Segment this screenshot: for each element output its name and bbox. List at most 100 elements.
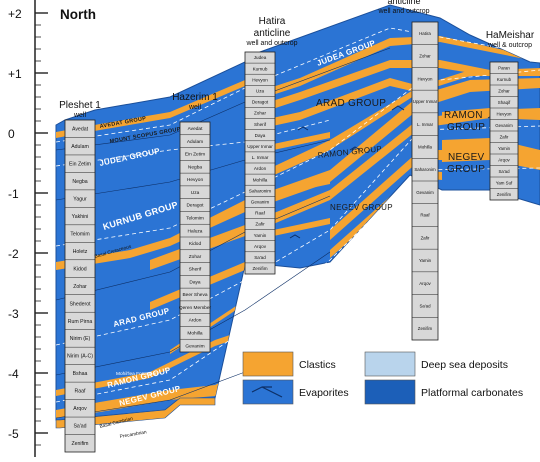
well-title-ramon: well and outcrop <box>378 8 430 15</box>
axis-tick-label: -3 <box>8 307 19 321</box>
well-unit-label: Uza <box>191 190 200 196</box>
well-title-hatira: Hatira <box>259 16 286 27</box>
well-unit-label: Sherif <box>254 122 267 127</box>
well-unit-label: Hevyon <box>252 77 268 82</box>
well-unit-label: Uza <box>256 88 265 93</box>
group-label-negev-r: NEGEV <box>448 152 485 163</box>
well-unit-label: Upper Inmar <box>247 144 273 149</box>
well-unit-label: Zohar <box>419 54 431 59</box>
well-unit-label: Sa'ad <box>498 169 510 174</box>
well-unit-label: Raaf <box>75 389 87 395</box>
well-unit-label: Rum Pirna <box>68 319 93 325</box>
well-unit-label: Zenifim <box>252 266 267 271</box>
legend-label-clastics: Clastics <box>299 359 336 371</box>
legend-swatch-evaporites <box>242 379 294 405</box>
axis-tick-label: 0 <box>8 127 15 141</box>
well-column-hameishar: ParanKurnubZoharShaqifHevyonGevanimZafir… <box>489 61 519 201</box>
legend-label-platformal: Platformal carbonates <box>421 387 523 399</box>
well-unit-label: Hatira <box>419 31 431 36</box>
well-unit-label: Zohar <box>498 88 510 93</box>
well-unit-label: Daya <box>189 279 201 285</box>
well-title-hameishar: HaMeishar <box>486 30 535 41</box>
well-unit-label: Hevyon <box>418 76 433 81</box>
well-unit-label: Kidod <box>73 266 86 272</box>
well-unit-label: Zohar <box>73 284 87 290</box>
well-unit-label: Sa'ad <box>419 303 431 308</box>
basal-clastic-wedge <box>55 397 216 429</box>
well-unit-label: Gevanim <box>495 123 513 128</box>
well-unit-label: Saharonim <box>414 167 436 172</box>
well-unit-label: Telomim <box>186 216 204 222</box>
well-unit-label: Kurnub <box>253 66 268 71</box>
well-unit-label: Holetz <box>73 249 88 255</box>
north-label: North <box>60 7 96 22</box>
axis-tick-label: -1 <box>8 187 19 201</box>
well-unit-label: Kurnub <box>497 77 512 82</box>
well-unit-label: Kidod <box>189 241 202 247</box>
legend-swatch-clastics <box>242 351 294 377</box>
well-unit-label: Deragot <box>186 203 204 209</box>
well-title-hazerim: well <box>188 104 202 111</box>
well-unit-label: Haluza <box>188 228 203 234</box>
well-title-hatira: well and outcrop <box>246 40 298 47</box>
axis-tick-label: -4 <box>8 367 19 381</box>
well-unit-label: Yamin <box>419 258 432 263</box>
well-unit-label: Adulam <box>71 144 89 150</box>
well-unit-label: Deragot <box>252 100 269 105</box>
well-unit-label: Mohilla <box>253 177 268 182</box>
well-unit-label: Zafir <box>500 134 509 139</box>
well-unit-label: Daya <box>255 133 266 138</box>
well-column-body <box>64 119 96 453</box>
well-unit-label: Beer Sheva <box>182 292 207 298</box>
well-unit-label: Zafir <box>255 222 265 227</box>
well-unit-label: Yamin <box>254 233 267 238</box>
well-title-hatira: anticline <box>254 28 291 39</box>
well-unit-label: Saharonim <box>249 188 271 193</box>
legend: Clastics Deep sea deposits Evaporites Pl… <box>242 351 523 405</box>
well-title-hazerim: Hazerim 1 <box>172 92 218 103</box>
well-unit-label: Yamin <box>498 146 511 151</box>
well-unit-label: Zafir <box>421 235 430 240</box>
well-unit-label: Ein Zetim <box>69 162 91 168</box>
legend-swatch-platformal <box>364 379 416 405</box>
well-unit-label: Mohilla <box>187 331 203 337</box>
well-unit-label: Gevanim <box>416 190 434 195</box>
well-unit-label: Yam Suf <box>496 180 513 185</box>
legend-label-evaporites: Evaporites <box>299 387 349 399</box>
well-unit-label: Sa'ad <box>254 255 266 260</box>
well-unit-label: Sa'ad <box>73 424 86 430</box>
annotation-mohilla-formation: Mohil'lea Formation <box>116 371 158 377</box>
well-unit-label: Negba <box>188 164 202 170</box>
well-unit-label: Bshaa <box>73 371 88 377</box>
well-unit-label: Nirim (E) <box>70 336 91 342</box>
well-unit-label: L. Inmar <box>417 122 434 127</box>
well-unit-label: Upper Inmar <box>413 99 438 104</box>
well-unit-label: Judea <box>254 55 267 60</box>
axis-tick-label: +1 <box>8 67 22 81</box>
legend-label-deep-sea: Deep sea deposits <box>421 359 508 371</box>
well-unit-label: Zenifim <box>71 441 88 447</box>
group-label-ramon-r: RAMON <box>444 110 483 121</box>
well-title-pleshet: well <box>73 112 87 119</box>
well-unit-label: Arqov <box>73 406 87 412</box>
annotation-precambrian: Precambrian <box>119 429 147 440</box>
well-column-hatira: JudeaKurnubHevyonUzaDeragotZoharSherifDa… <box>244 51 276 275</box>
well-unit-label: Qeren Member <box>179 305 212 311</box>
well-unit-label: Telomim <box>70 231 89 237</box>
well-title-pleshet: Pleshet 1 <box>59 100 101 111</box>
well-unit-label: Adulam <box>187 139 203 145</box>
clastic-band <box>56 370 245 418</box>
well-unit-label: Arqov <box>254 244 267 249</box>
group-label-group-r: GROUP <box>447 122 485 133</box>
group-label-negev-mid: NEGEV GROUP <box>330 203 393 212</box>
well-unit-label: Shederot <box>69 301 91 307</box>
well-unit-label: Arqov <box>498 157 510 162</box>
well-unit-label: Zenifim <box>418 326 433 331</box>
well-unit-label: Paran <box>498 65 510 70</box>
axis-tick-label: -2 <box>8 247 19 261</box>
